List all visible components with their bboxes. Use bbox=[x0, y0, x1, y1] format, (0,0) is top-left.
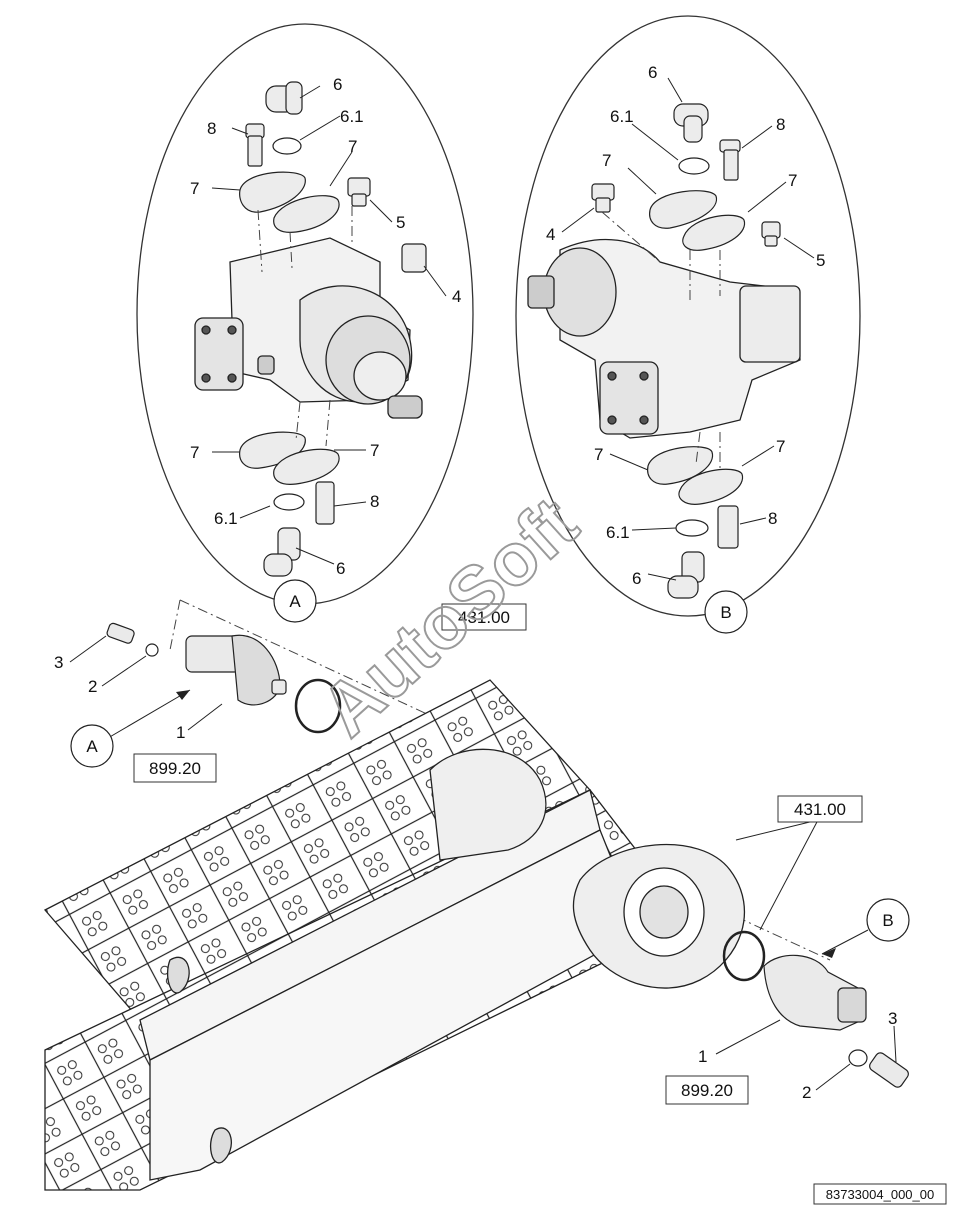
callout-right-3: 3 bbox=[888, 1009, 897, 1028]
callout-a-5: 5 bbox=[396, 213, 405, 232]
parts-b-top bbox=[591, 103, 781, 251]
callout-b-6-1-top: 6.1 bbox=[610, 107, 634, 126]
callout-a-6-bottom: 6 bbox=[336, 559, 345, 578]
detail-marker-label-b: B bbox=[720, 603, 731, 622]
parts-a-bottom bbox=[239, 431, 340, 577]
callout-b-8-top: 8 bbox=[776, 115, 785, 134]
callout-a-7-bottom-right: 7 bbox=[370, 441, 379, 460]
callout-b-5: 5 bbox=[816, 251, 825, 270]
motor-right-assembly bbox=[722, 930, 909, 1088]
parts-b-bottom bbox=[647, 446, 744, 599]
drawing-id-text: 83733004_000_00 bbox=[826, 1187, 934, 1202]
ref-box-899-left-text: 899.20 bbox=[149, 759, 201, 778]
pointer-arrowhead-a bbox=[176, 690, 190, 700]
drawing-id-box bbox=[813, 1183, 947, 1205]
detail-ellipse-b bbox=[515, 15, 861, 617]
detail-marker-circle-a bbox=[273, 579, 317, 623]
callout-a-6-1-bottom: 6.1 bbox=[214, 509, 238, 528]
ref-box-431-top-text: 431.00 bbox=[458, 608, 510, 627]
undercarriage bbox=[43, 679, 746, 1191]
callout-left-1: 1 bbox=[176, 723, 185, 742]
view-pointer-circle-a bbox=[70, 724, 114, 768]
callout-b-6-1-bottom: 6.1 bbox=[606, 523, 630, 542]
pointer-arrowhead-b bbox=[822, 948, 836, 958]
callout-b-4: 4 bbox=[546, 225, 555, 244]
motor-a bbox=[194, 237, 423, 419]
view-pointer-circle-b bbox=[866, 898, 910, 942]
callout-a-7-bottom-left: 7 bbox=[190, 443, 199, 462]
callout-a-6-1-top: 6.1 bbox=[340, 107, 364, 126]
callout-b-7-bottom-left: 7 bbox=[594, 445, 603, 464]
callout-b-6-top: 6 bbox=[648, 63, 657, 82]
detail-marker-label-a: A bbox=[289, 592, 301, 611]
callout-right-2: 2 bbox=[802, 1083, 811, 1102]
motor-b bbox=[527, 238, 801, 439]
ref-box-899-left bbox=[133, 753, 217, 783]
callout-b-7-right: 7 bbox=[788, 171, 797, 190]
callout-a-8-bottom: 8 bbox=[370, 492, 379, 511]
ref-box-431-right bbox=[777, 795, 863, 823]
callout-b-7-left: 7 bbox=[602, 151, 611, 170]
parts-a-top bbox=[239, 81, 427, 273]
ref-box-431-top bbox=[441, 603, 527, 631]
callout-a-7-right: 7 bbox=[348, 137, 357, 156]
callout-b-7-bottom-right: 7 bbox=[776, 437, 785, 456]
detail-marker-circle-b bbox=[704, 590, 748, 634]
view-pointer-label-b: B bbox=[882, 911, 893, 930]
callout-left-3: 3 bbox=[54, 653, 63, 672]
motor-left-assembly bbox=[106, 622, 342, 734]
callout-b-6-bottom: 6 bbox=[632, 569, 641, 588]
callout-a-7-left: 7 bbox=[190, 179, 199, 198]
callout-b-8-bottom: 8 bbox=[768, 509, 777, 528]
leader-lines bbox=[69, 77, 897, 1091]
ref-box-431-right-text: 431.00 bbox=[794, 800, 846, 819]
callout-a-6-top: 6 bbox=[333, 75, 342, 94]
callout-right-1: 1 bbox=[698, 1047, 707, 1066]
view-pointer-label-a: A bbox=[86, 737, 98, 756]
callout-left-2: 2 bbox=[88, 677, 97, 696]
callout-a-4: 4 bbox=[452, 287, 461, 306]
callout-a-8-top: 8 bbox=[207, 119, 216, 138]
ref-box-899-right bbox=[665, 1075, 749, 1105]
ref-box-899-right-text: 899.20 bbox=[681, 1081, 733, 1100]
